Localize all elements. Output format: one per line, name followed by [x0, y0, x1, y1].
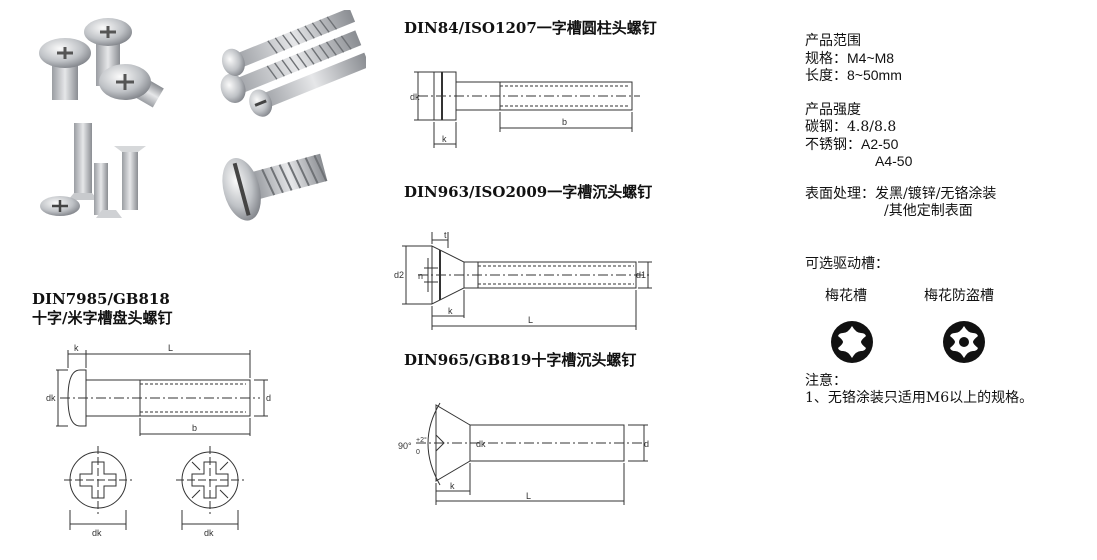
- din965-angle-tol-bottom: 0: [416, 449, 420, 456]
- din963-title: DIN963/ISO2009一字槽沉头螺钉: [404, 183, 653, 201]
- din84-title: DIN84/ISO1207一字槽圆柱头螺钉: [404, 19, 657, 37]
- torx-tamper-label: 梅花防盗槽: [924, 288, 994, 304]
- surface-label: 表面处理：: [805, 186, 875, 202]
- photo-slotted-countersunk-screw: [210, 130, 350, 225]
- size-label: 规格：: [805, 51, 847, 67]
- din84-k-label: k: [442, 134, 447, 144]
- din7985-title-line2: 十字/米字槽盘头螺钉: [32, 309, 173, 327]
- din7985-b-label: b: [192, 423, 197, 433]
- din84-drawing: dk k b: [410, 71, 640, 148]
- length-row: 长度：8~50mm: [805, 67, 902, 84]
- photo-cheese-head-screws: [208, 10, 366, 118]
- surface-row: 表面处理：发黑/镀锌/无铬涂装: [805, 186, 996, 202]
- torx-label: 梅花槽: [825, 288, 867, 304]
- din963-d1-label: d1: [636, 270, 646, 280]
- din965-L-label: L: [526, 491, 531, 501]
- surface-value-1: 发黑/镀锌/无铬涂装: [875, 186, 997, 202]
- length-label: 长度：: [805, 68, 847, 84]
- strength-heading: 产品强度: [805, 102, 861, 118]
- din7985-title-line1: DIN7985/GB818: [32, 290, 170, 308]
- stainless-value-1: A2-50: [861, 136, 899, 152]
- carbon-label: 碳钢：: [805, 119, 847, 135]
- din965-k-label: k: [450, 481, 455, 491]
- din7985-k-label: k: [74, 343, 79, 353]
- stainless-label: 不锈钢：: [805, 137, 861, 153]
- range-heading: 产品范围: [805, 33, 861, 49]
- din965-dk-label: dk: [476, 439, 486, 449]
- note-text: 1、无铬涂装只适用M6以上的规格。: [805, 390, 1034, 406]
- carbon-row: 碳钢：4.8/8.8: [805, 119, 896, 135]
- stainless-value-2: A4-50: [875, 153, 913, 169]
- din84-b-label: b: [562, 117, 567, 127]
- din963-d2-label: d2: [394, 270, 404, 280]
- photo-countersunk-screws: [34, 118, 154, 228]
- din7985-drawing: k L dk d b dk dk: [46, 343, 271, 538]
- din965-drawing: 90° +2° 0 dk d k L: [398, 402, 649, 505]
- stainless-row: 不锈钢：A2-50: [805, 136, 898, 153]
- surface-value-2: /其他定制表面: [884, 203, 973, 219]
- din963-drawing: d2 n t d1 k L: [394, 230, 652, 330]
- din965-angle-label: 90°: [398, 441, 412, 451]
- din7985-dk-label: dk: [46, 393, 56, 403]
- din965-angle-tol-top: +2°: [416, 436, 427, 444]
- length-value: 8~50mm: [847, 67, 902, 83]
- din963-t-label: t: [444, 230, 447, 240]
- din963-k-label: k: [448, 306, 453, 316]
- din965-d-label: d: [644, 439, 649, 449]
- din84-dk-label: dk: [410, 92, 420, 102]
- note-heading: 注意：: [805, 373, 847, 389]
- din7985-L-label: L: [168, 343, 173, 353]
- photo-pan-head-screws: [30, 8, 200, 120]
- din963-L-label: L: [528, 315, 533, 325]
- din7985-dk-label-3: dk: [204, 528, 214, 538]
- din7985-d-label: d: [266, 393, 271, 403]
- din7985-dk-label-2: dk: [92, 528, 102, 538]
- din963-n-label: n: [418, 271, 423, 281]
- drive-heading: 可选驱动槽：: [805, 256, 889, 272]
- torx-tamper-icon: [943, 321, 985, 363]
- size-value: M4~M8: [847, 50, 895, 66]
- size-row: 规格：M4~M8: [805, 50, 894, 67]
- torx-icon: [831, 321, 873, 363]
- carbon-value: 4.8/8.8: [847, 119, 897, 135]
- din965-title: DIN965/GB819十字槽沉头螺钉: [404, 351, 637, 369]
